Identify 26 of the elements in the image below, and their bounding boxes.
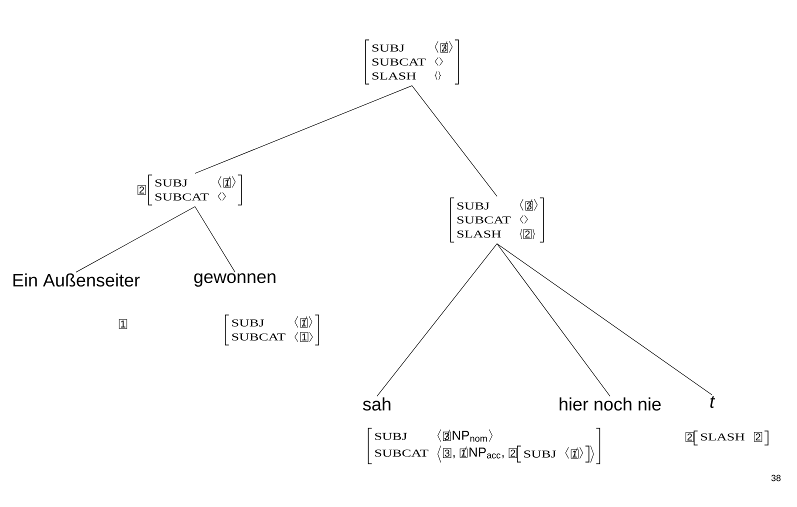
tree-branch (76, 206, 196, 272)
tree-branch (194, 206, 236, 272)
node-label: SUBJ (457, 202, 490, 210)
tree-branch (376, 243, 498, 396)
node-label: SUBCAT (457, 216, 511, 224)
node-label: SUBJ (372, 44, 404, 52)
word-label: t (710, 396, 716, 408)
word-label: gewonnen (194, 273, 276, 287)
tree-branch (496, 243, 712, 396)
node-label: SUBJ (155, 179, 188, 187)
tag-box: 1 (118, 319, 128, 329)
node-label: SUBCAT (372, 58, 426, 66)
tree-branch (412, 85, 498, 197)
feature-matrix: SUBJ 3 SUBCAT SLASH 2 (450, 197, 544, 243)
tree-branch (496, 243, 610, 396)
tag-box: 2 (137, 185, 146, 195)
node-label: SLASH (372, 72, 416, 80)
word-label: Ein Außenseiter (13, 273, 140, 287)
node-label: 2 (525, 230, 530, 238)
word-label: sah (363, 397, 390, 411)
word-label: hier noch nie (560, 397, 661, 411)
feature-matrix: 2 SLASH 2 (685, 430, 768, 446)
node-label: SUBCAT (155, 193, 209, 201)
tree-branch (194, 85, 412, 174)
page-number: 38 (771, 474, 781, 482)
node-label: SLASH (457, 230, 501, 238)
